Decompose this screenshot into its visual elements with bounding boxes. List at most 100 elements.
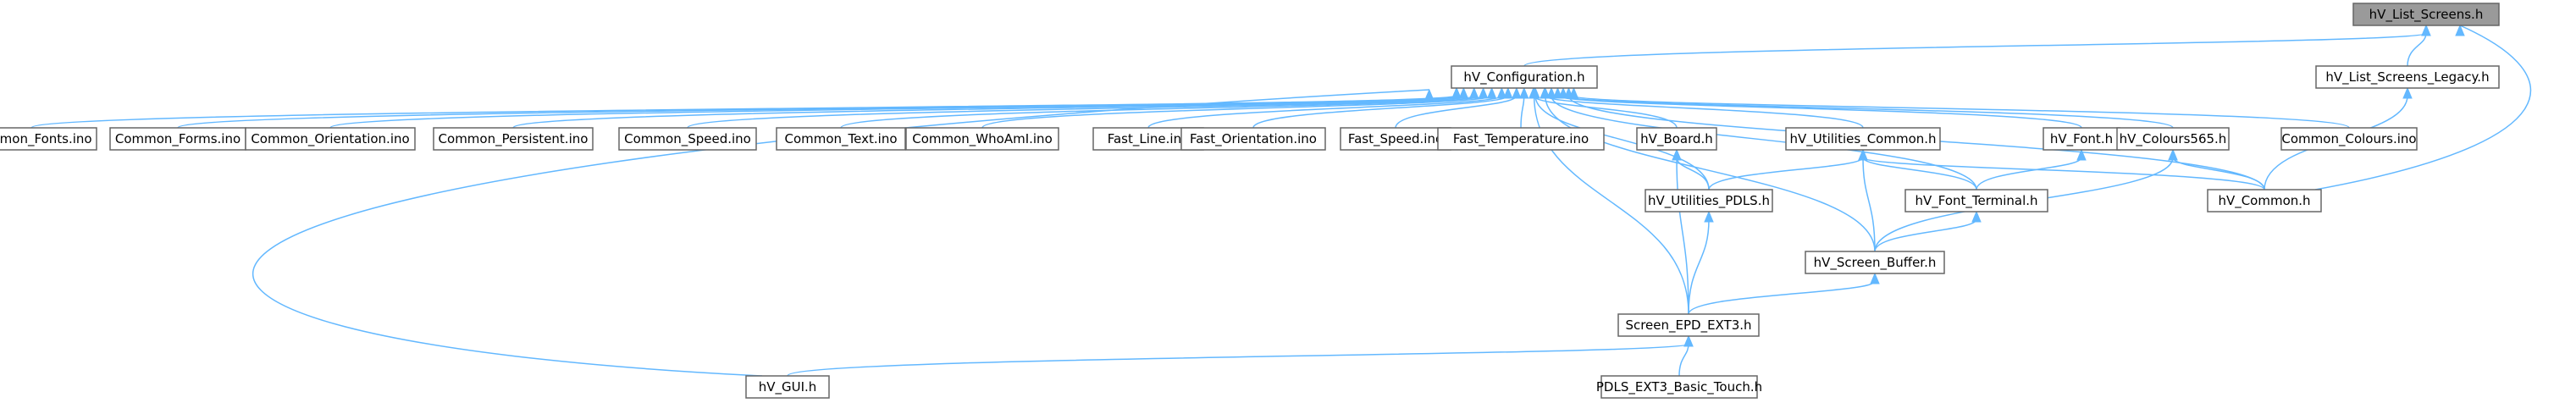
node-listscreens[interactable]: hV_List_Screens.h	[2352, 3, 2500, 26]
node-box	[2207, 189, 2322, 213]
node-box	[433, 127, 594, 151]
arrowhead	[1458, 86, 1469, 99]
node-box	[2116, 127, 2230, 151]
node-cfonts[interactable]: Common_Fonts.ino	[0, 127, 97, 151]
edge-cspeed-to-config	[687, 95, 1475, 129]
node-common[interactable]: hV_Common.h	[2207, 189, 2322, 213]
node-box	[1437, 127, 1605, 151]
node-label: Common_Colours.ino	[2281, 131, 2416, 147]
node-forient[interactable]: Fast_Orientation.ino	[1180, 127, 1326, 151]
edge-config-to-listscreens	[1523, 32, 2427, 67]
node-epd[interactable]: Screen_EPD_EXT3.h	[1617, 313, 1760, 337]
edge-fontterm-to-font	[1976, 157, 2082, 190]
edge-ctext-to-config	[840, 95, 1484, 129]
node-label: hV_Utilities_Common.h	[1789, 131, 1936, 147]
node-cwho[interactable]: Common_WhoAmI.ino	[905, 127, 1059, 151]
edge-utilp-to-board	[1676, 157, 1710, 190]
arrowhead	[1468, 86, 1479, 99]
edge-ftemp-to-config	[1520, 95, 1525, 129]
node-box	[2315, 65, 2500, 89]
arrowhead	[1683, 334, 1694, 347]
node-ftemp[interactable]: Fast_Temperature.ino	[1437, 127, 1605, 151]
arrowhead	[1496, 86, 1507, 99]
node-box	[1451, 65, 1598, 89]
node-label: Screen_EPD_EXT3.h	[1625, 317, 1751, 334]
node-label: Fast_Temperature.ino	[1453, 131, 1589, 147]
graph-nodes: hV_List_Screens.h hV_List_Screens_Legacy.…	[0, 3, 2500, 399]
node-label: hV_List_Screens.h	[2369, 7, 2484, 23]
node-fontterm[interactable]: hV_Font_Terminal.h	[1904, 189, 2048, 213]
node-box	[1904, 189, 2048, 213]
node-label: Common_WhoAmI.ino	[912, 131, 1053, 147]
node-buffer[interactable]: hV_Screen_Buffer.h	[1805, 251, 1945, 274]
node-utilc[interactable]: hV_Utilities_Common.h	[1785, 127, 1941, 151]
node-label: hV_GUI.h	[759, 379, 817, 395]
node-label: hV_Utilities_PDLS.h	[1648, 193, 1770, 209]
arrowhead	[1512, 86, 1522, 99]
node-label: hV_Colours565.h	[2120, 131, 2227, 147]
edge-cwho-to-config	[981, 95, 1493, 129]
edge-forient-to-config	[1252, 95, 1509, 129]
arrowhead	[1451, 86, 1462, 99]
node-box	[618, 127, 757, 151]
node-gui[interactable]: hV_GUI.h	[745, 375, 830, 399]
node-label: hV_Board.h	[1640, 131, 1713, 147]
node-board[interactable]: hV_Board.h	[1636, 127, 1717, 151]
edge-buffer-to-utilc	[1862, 157, 1876, 252]
edge-common-to-listscreens	[2314, 25, 2532, 190]
node-label: Common_Speed.ino	[624, 131, 751, 147]
arrowhead	[2402, 86, 2413, 99]
node-config[interactable]: hV_Configuration.h	[1451, 65, 1598, 89]
edge-utilc-to-config	[1544, 95, 1864, 129]
arrowhead	[1519, 86, 1529, 99]
arrowhead	[2421, 24, 2431, 36]
node-cpersist[interactable]: Common_Persistent.ino	[433, 127, 594, 151]
node-ctext[interactable]: Common_Text.ino	[776, 127, 906, 151]
arrowhead	[1486, 86, 1497, 99]
edge-board-to-config	[1533, 95, 1678, 129]
arrowhead	[1546, 86, 1556, 99]
node-utilp[interactable]: hV_Utilities_PDLS.h	[1645, 189, 1773, 213]
node-label: hV_Font.h	[2050, 131, 2113, 147]
node-cspeed[interactable]: Common_Speed.ino	[618, 127, 757, 151]
node-label: Fast_Speed.ino	[1348, 131, 1443, 147]
edge-ccolours-to-config	[1573, 95, 2350, 129]
node-box	[1645, 189, 1773, 213]
node-legacy[interactable]: hV_List_Screens_Legacy.h	[2315, 65, 2500, 89]
node-label: Common_Forms.ino	[115, 131, 240, 147]
edge-common-to-utilc	[1862, 157, 2265, 190]
arrowhead	[1672, 148, 1682, 161]
node-touch[interactable]: PDLS_EXT3_Basic_Touch.h	[1596, 375, 1762, 399]
node-label: Common_Orientation.ino	[251, 131, 409, 147]
node-box	[1180, 127, 1326, 151]
edge-buffer-to-fontterm	[1874, 218, 1977, 252]
edge-fontterm-to-config	[1551, 95, 1977, 190]
node-colours[interactable]: hV_Colours565.h	[2116, 127, 2230, 151]
node-ccolours[interactable]: Common_Colours.ino	[2280, 127, 2418, 151]
arrowhead	[1478, 86, 1489, 99]
node-box	[2280, 127, 2418, 151]
node-box	[2352, 3, 2500, 26]
node-box	[905, 127, 1059, 151]
node-font[interactable]: hV_Font.h	[2043, 127, 2120, 151]
node-label: PDLS_EXT3_Basic_Touch.h	[1596, 379, 1762, 395]
node-box	[1805, 251, 1945, 274]
arrowhead	[1540, 86, 1551, 99]
node-corient[interactable]: Common_Orientation.ino	[245, 127, 416, 151]
edge-epd-to-utilp	[1688, 218, 1710, 315]
edge-legacy-to-listscreens	[2407, 32, 2427, 67]
edge-fline-to-config	[1147, 95, 1503, 129]
edge-common-to-colours	[2172, 157, 2265, 190]
node-box	[245, 127, 416, 151]
arrowhead	[1704, 210, 1714, 223]
node-box	[776, 127, 906, 151]
arrowhead	[2455, 24, 2465, 36]
edge-gui-to-epd	[787, 343, 1689, 377]
node-label: hV_List_Screens_Legacy.h	[2325, 69, 2489, 86]
node-cforms[interactable]: Common_Forms.ino	[109, 127, 246, 151]
edge-utilp-to-config	[1534, 95, 1710, 190]
node-box	[1636, 127, 1717, 151]
node-fspeed[interactable]: Fast_Speed.ino	[1340, 127, 1451, 151]
node-label: Common_Fonts.ino	[0, 131, 92, 147]
